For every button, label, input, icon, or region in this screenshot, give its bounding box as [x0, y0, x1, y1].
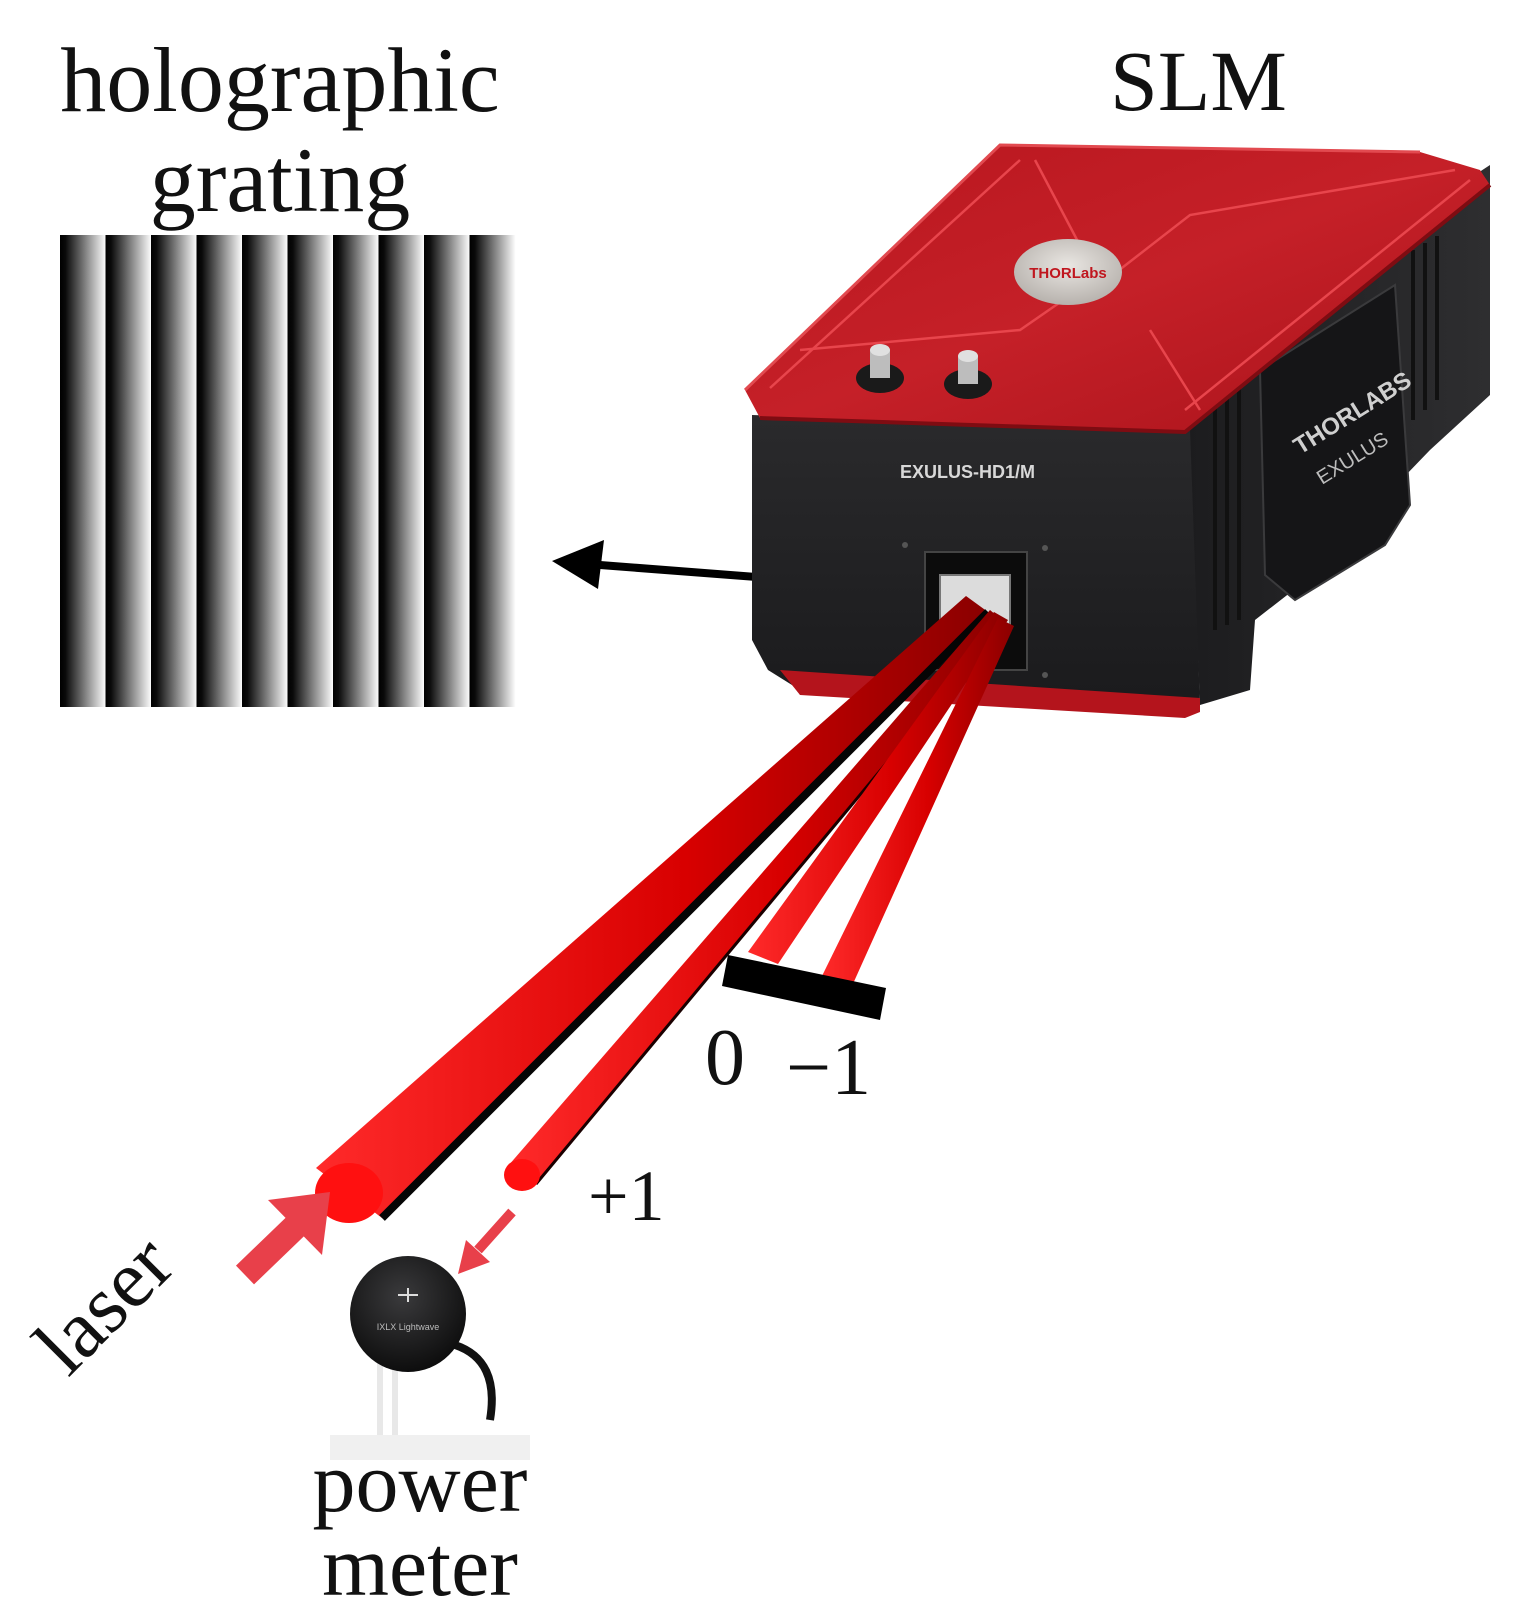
- beam-order-plus-one: [504, 610, 1006, 1191]
- power-meter-cable: [453, 1341, 496, 1421]
- slm-model-label: EXULUS-HD1/M: [900, 462, 1035, 482]
- order-minus-one-label: −1: [786, 1024, 872, 1112]
- beam-order-zero: [748, 612, 1008, 964]
- slm-connector-h: [856, 344, 904, 393]
- holographic-grating-pattern: [60, 235, 516, 707]
- power-meter-head: [350, 1256, 466, 1372]
- grating-label-line1: holographic: [60, 29, 500, 131]
- grating-stripe: [378, 235, 425, 707]
- beam-block: [722, 955, 886, 1020]
- grating-stripe: [424, 235, 471, 707]
- slm-top-logo-text: THORLabs: [1029, 265, 1107, 282]
- power-meter-label-line2: meter: [322, 1518, 518, 1614]
- order-zero-label: 0: [705, 1014, 745, 1102]
- grating-stripe: [287, 235, 334, 707]
- grating-stripe: [105, 235, 152, 707]
- power-meter-brand: IXLX Lightwave: [377, 1322, 440, 1332]
- grating-stripe: [469, 235, 516, 707]
- slm-device: THORLABS EXULUS THORLabs: [743, 143, 1492, 718]
- grating-stripe: [242, 235, 289, 707]
- laser-input-arrow: [235, 1192, 330, 1285]
- power-meter: IXLX Lightwave: [330, 1256, 530, 1460]
- grating-stripe: [196, 235, 243, 707]
- order-plus-one-label: +1: [588, 1156, 665, 1236]
- slm-side-vents: [1213, 236, 1439, 630]
- grating-stripe: [60, 235, 107, 707]
- grating-stripe: [151, 235, 198, 707]
- beam-incident: [315, 596, 991, 1223]
- slm-side-module: [1258, 283, 1412, 602]
- slm-top-logo-badge: [1014, 239, 1122, 305]
- slm-label: SLM: [1110, 33, 1287, 129]
- beam-order-minus-one: [822, 618, 1014, 986]
- power-meter-input-arrow: [458, 1208, 516, 1274]
- laser-beams: [315, 596, 1014, 1223]
- grating-stripe: [333, 235, 380, 707]
- grating-label: holographic grating: [20, 30, 540, 230]
- slm-connector-v: [944, 350, 992, 399]
- power-meter-label-line1: power: [312, 1434, 528, 1530]
- grating-label-line2: grating: [149, 129, 411, 231]
- power-meter-label: power meter: [270, 1434, 570, 1614]
- slm-top-lid: [745, 145, 1490, 432]
